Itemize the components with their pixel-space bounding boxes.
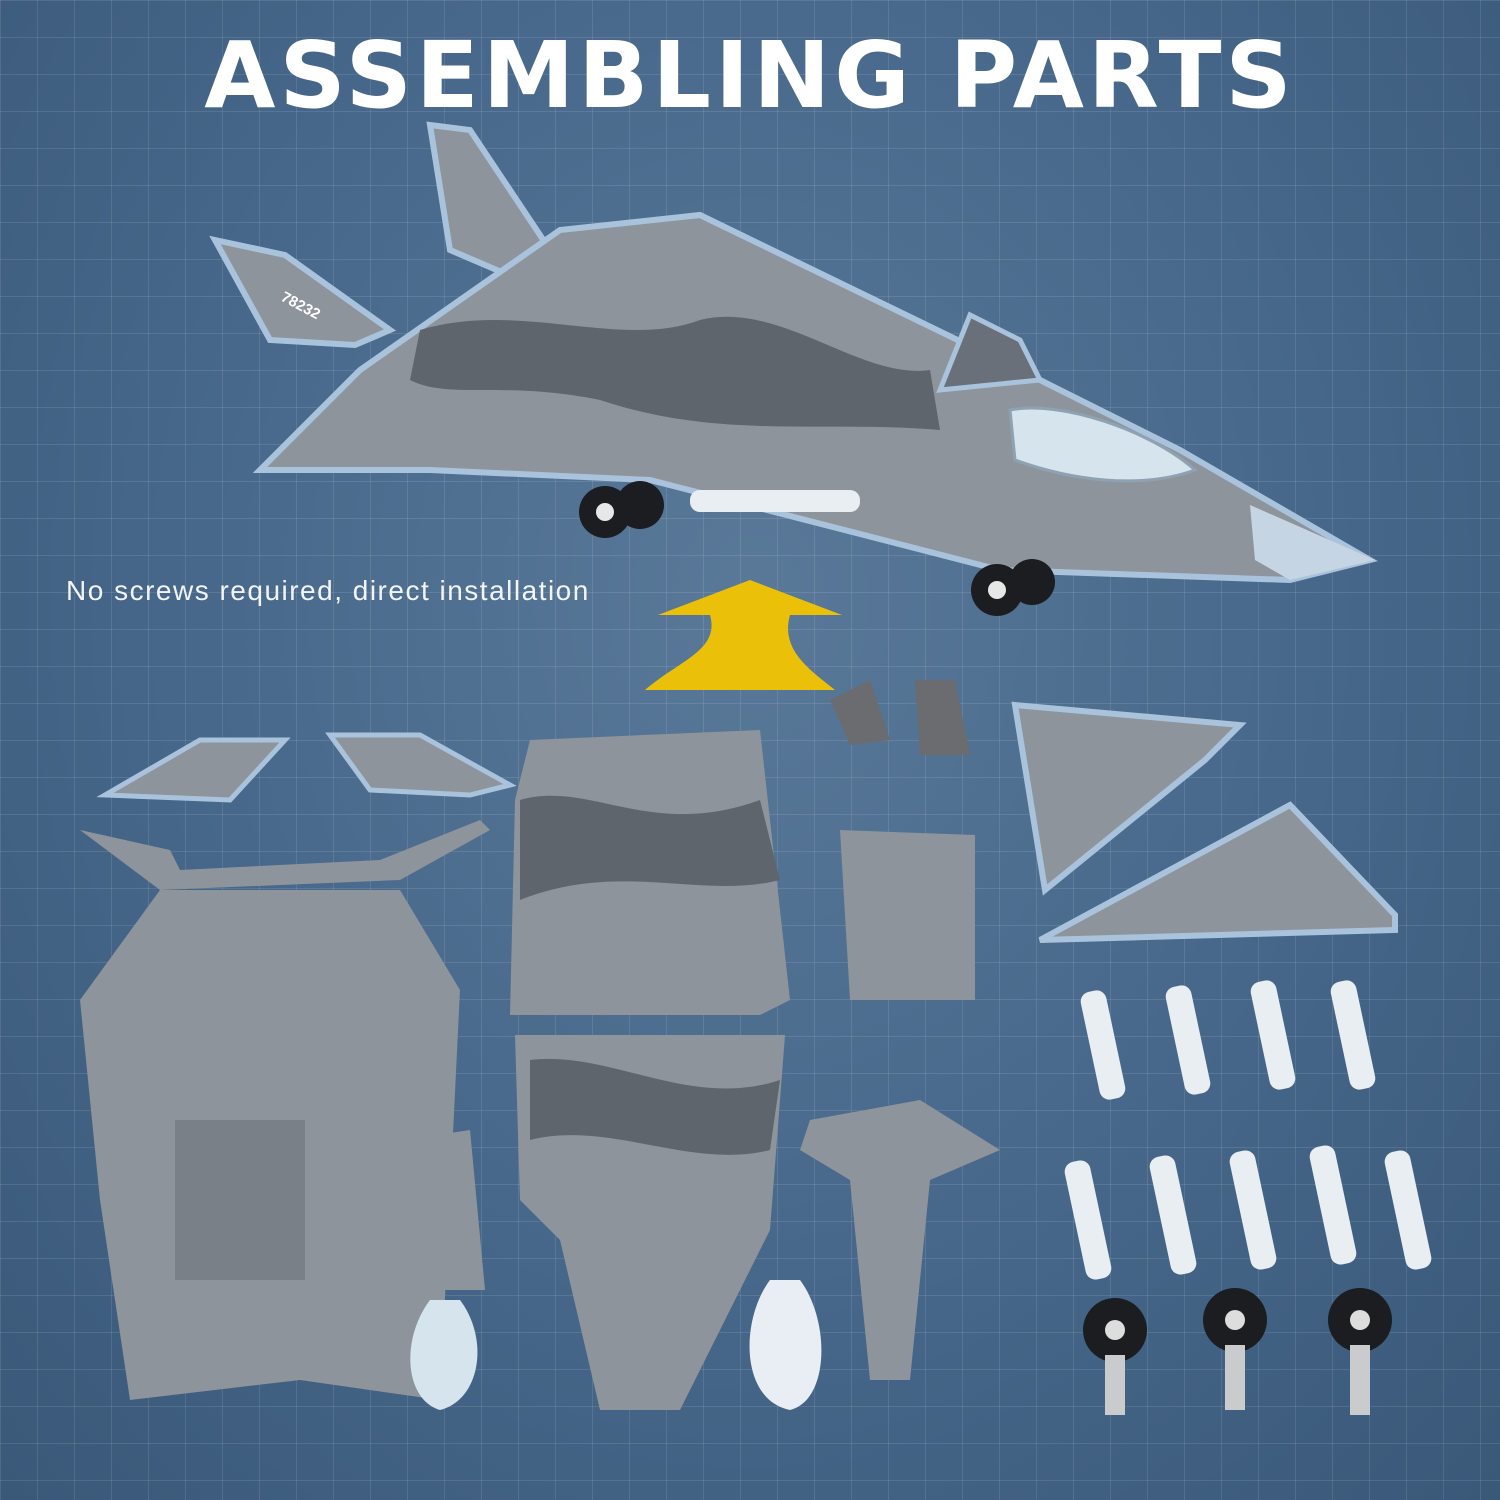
landing-gear-set [1083, 1288, 1392, 1415]
assembly-arrow-icon [645, 580, 842, 690]
assembled-jet: 78232 [209, 121, 1378, 616]
page-title: ASSEMBLING PARTS [204, 22, 1296, 129]
bay-cover [840, 830, 975, 1000]
parts-layout [80, 680, 1432, 1415]
exhaust-nozzle [830, 680, 890, 745]
wing-right [1038, 801, 1398, 943]
nose-section [800, 1100, 1000, 1380]
cockpit-seat [405, 1130, 485, 1290]
missiles [1064, 980, 1432, 1280]
vertical-fins [80, 820, 490, 890]
canopy [749, 1280, 822, 1410]
subtitle: No screws required, direct installation [66, 575, 590, 606]
horizontal-stabilizer-right [325, 732, 517, 798]
horizontal-stabilizer-left [96, 737, 291, 803]
exhaust-nozzle [915, 680, 970, 755]
wing-left [1011, 701, 1247, 896]
wheel-icon [579, 481, 1055, 616]
nose-cone [410, 1300, 478, 1410]
